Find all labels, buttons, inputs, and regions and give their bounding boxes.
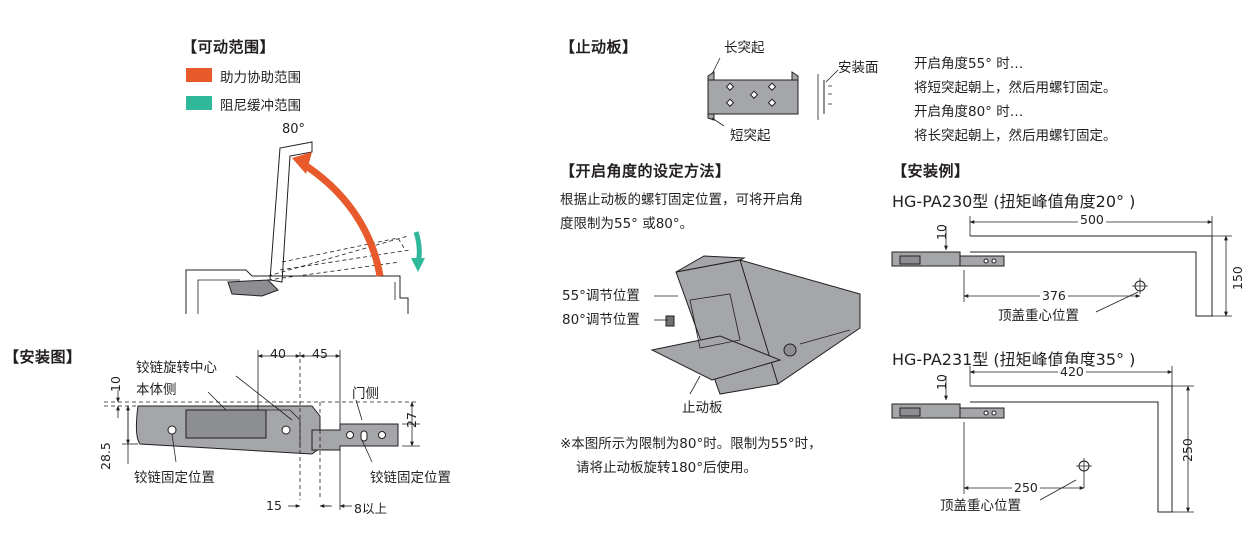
dim-15: 15 [266,498,282,513]
angle-note-2: 请将止动板旋转180°后使用。 [576,460,758,476]
dim-28-5: 28.5 [98,442,113,470]
stopper-plate-label: 止动板 [682,400,723,416]
dim-45: 45 [312,346,328,361]
door-side-label: 门侧 [352,386,379,402]
install-drawing [104,350,420,510]
pivot-label: 铰链旋转中心 [136,360,217,376]
movable-range-diagram [185,141,425,314]
angle-80-label: 80° [282,122,306,137]
stopper-note-3: 开启角度80° 时… [914,104,1024,120]
dim-27: 27 [404,412,419,428]
long-protrusion-label: 长突起 [724,40,765,56]
short-protrusion-label: 短突起 [730,128,771,144]
example-2-cg-label: 顶盖重心位置 [940,498,1021,514]
example-1-model: HG-PA230型 (扭矩峰值角度20° ) [892,192,1136,211]
example-1-d10: 10 [934,224,949,240]
movable-range-title: 【可动范围】 [182,38,276,56]
example-1-cg-label: 顶盖重心位置 [998,308,1079,324]
angle-setting-title: 【开启角度的设定方法】 [560,162,731,180]
pos-80-label: 80°调节位置 [562,312,640,328]
pos-55-label: 55°调节位置 [562,288,640,304]
example-2-width: 420 [1058,364,1086,379]
install-example-1-drawing [891,216,1232,317]
install-drawing-title: 【安装图】 [4,348,82,366]
stopper-note-1: 开启角度55° 时… [914,56,1024,72]
install-example-2-drawing [891,366,1194,513]
legend-damper-swatch [186,96,212,110]
body-side-label: 本体侧 [136,382,177,398]
legend-damper-label: 阻尼缓冲范围 [220,98,301,114]
example-1-height: 150 [1230,266,1245,290]
angle-setting-desc-1: 根据止动板的螺钉固定位置，可将开启角 [560,192,803,208]
install-example-title: 【安装例】 [892,162,970,180]
fix-right-label: 铰链固定位置 [370,470,451,486]
stopper-note-4: 将长突起朝上，然后用螺钉固定。 [914,128,1117,144]
fix-left-label: 铰链固定位置 [134,470,215,486]
legend-assist-label: 助力协助范围 [220,70,301,86]
example-2-cg: 250 [1012,480,1040,495]
dim-40: 40 [270,346,286,361]
stopper-title: 【止动板】 [560,38,638,56]
example-2-d10: 10 [934,374,949,390]
dim-8: 8以上 [354,501,387,516]
example-2-height: 250 [1180,438,1195,462]
angle-setting-desc-2: 度限制为55° 或80°。 [560,216,694,232]
mount-surface-label: 安装面 [838,60,879,76]
stopper-note-2: 将短突起朝上，然后用螺钉固定。 [914,80,1117,96]
example-1-cg: 376 [1040,288,1068,303]
legend-assist-swatch [186,68,212,82]
dim-10: 10 [108,376,123,392]
angle-note-1: ※本图所示为限制为80°时。限制为55°时， [560,436,822,452]
stopper-plate-drawing [707,57,839,127]
example-1-width: 500 [1078,212,1106,227]
angle-setting-drawing [650,255,861,395]
example-2-model: HG-PA231型 (扭矩峰值角度35° ) [892,350,1136,369]
